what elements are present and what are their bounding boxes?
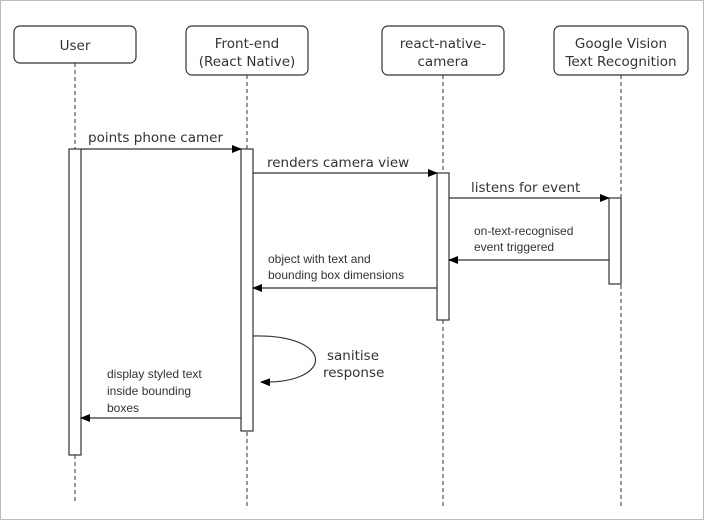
message-label: renders camera view <box>267 155 409 171</box>
message-label-line2: event triggered <box>474 240 554 254</box>
participant-frontend-label-line2: (React Native) <box>199 54 296 70</box>
message-label-line1: display styled text <box>107 367 202 381</box>
activation-vision <box>608 197 622 285</box>
message-display-styled-text: display styled text inside bounding boxe… <box>80 367 241 422</box>
message-label-line1: object with text and <box>268 252 371 266</box>
participant-user-label: User <box>60 38 91 54</box>
activation-user <box>68 148 82 456</box>
message-sanitise-response: sanitise response <box>252 335 384 387</box>
participant-vision-label-line1: Google Vision <box>575 36 667 52</box>
activation-camera <box>436 172 450 321</box>
message-label-line3: boxes <box>107 401 139 415</box>
participant-frontend-label-line1: Front-end <box>215 36 279 52</box>
message-listens-for-event: listens for event <box>449 180 610 202</box>
message-on-text-recognised: on-text-recognised event triggered <box>448 224 609 264</box>
participant-vision: Google Vision Text Recognition <box>553 25 689 76</box>
message-label-line1: sanitise <box>327 348 379 364</box>
participant-user: User <box>13 25 137 64</box>
participant-camera: react-native- camera <box>381 25 505 76</box>
message-label-line2: inside bounding <box>107 384 191 398</box>
activation-frontend <box>240 148 254 432</box>
message-label: listens for event <box>471 180 580 196</box>
participant-vision-label-line2: Text Recognition <box>564 54 676 70</box>
participant-camera-label-line1: react-native- <box>400 36 487 52</box>
participant-frontend: Front-end (React Native) <box>185 25 309 76</box>
message-label: points phone camer <box>88 130 223 146</box>
message-label-line1: on-text-recognised <box>474 224 573 238</box>
message-label-line2: response <box>323 365 384 381</box>
participant-camera-label-line2: camera <box>418 54 469 70</box>
message-label-line2: bounding box dimensions <box>268 268 404 282</box>
message-points-phone-camera: points phone camer <box>81 130 242 153</box>
message-object-with-text: object with text and bounding box dimens… <box>252 252 437 292</box>
message-renders-camera-view: renders camera view <box>253 155 438 177</box>
